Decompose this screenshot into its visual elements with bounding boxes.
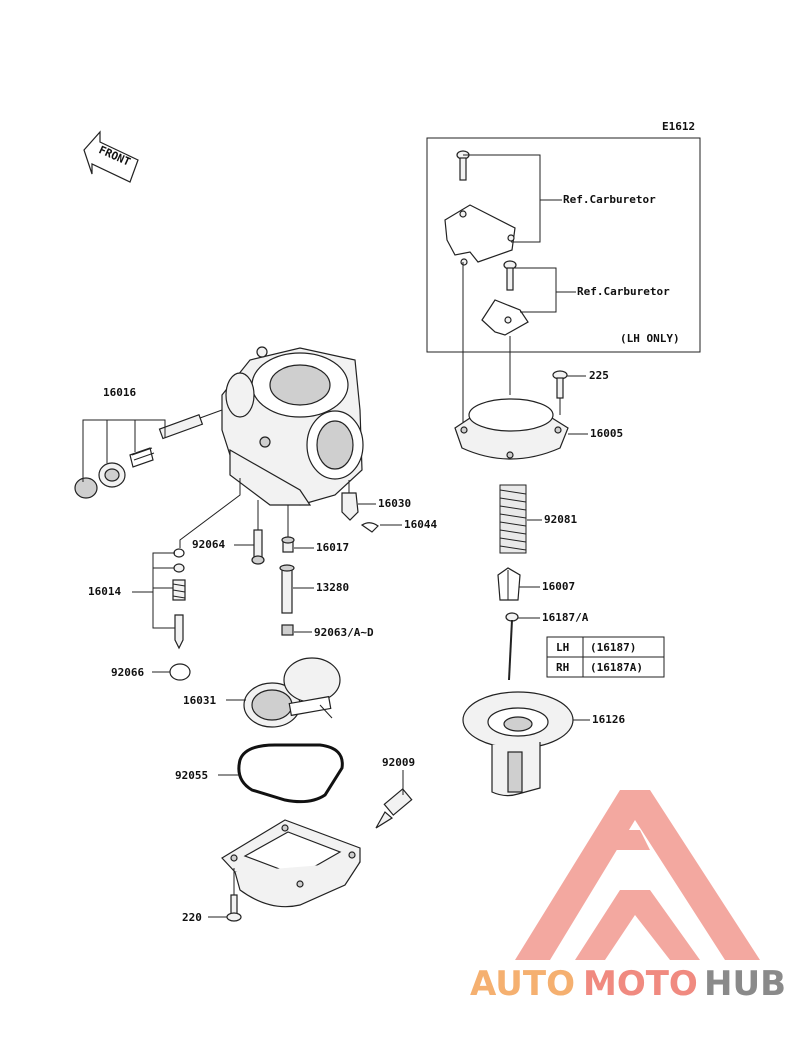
- cap-92066: [169, 663, 191, 681]
- ref-bolt-2: [503, 260, 517, 291]
- pilot-screw-set-16016: [74, 409, 223, 499]
- screw-220: [226, 894, 242, 922]
- label-92064: 92064: [192, 538, 225, 551]
- front-arrow-icon: FRONT: [83, 130, 139, 183]
- ref-carburetor-label-2: Ref.Carburetor: [577, 285, 670, 298]
- main-jet-92063: [281, 624, 294, 636]
- carburetor-body: [221, 346, 364, 506]
- watermark-part2: MOTO: [583, 964, 698, 1004]
- needle-jet-13280: [279, 564, 295, 614]
- label-16031: 16031: [183, 694, 216, 707]
- screw-225: [552, 370, 568, 415]
- variant-rh-side: RH: [556, 661, 569, 674]
- watermark-inner-icon: [575, 890, 700, 960]
- label-16017: 16017: [316, 541, 349, 554]
- label-13280: 13280: [316, 581, 349, 594]
- watermark-part1: AUTO: [470, 964, 575, 1004]
- float-valve-set-16014: [172, 548, 186, 650]
- jet-needle-16187: [505, 612, 519, 681]
- ref-bracket-1: [444, 204, 516, 266]
- watermark-text: AUTO MOTO HUB: [470, 964, 786, 1004]
- watermark-part3: HUB: [704, 964, 786, 1004]
- label-16187: 16187/A: [542, 611, 589, 624]
- label-225: 225: [589, 369, 609, 382]
- label-16014: 16014: [88, 585, 121, 598]
- label-16044: 16044: [404, 518, 437, 531]
- float-bowl: [221, 819, 361, 908]
- label-220: 220: [182, 911, 202, 924]
- label-16005: 16005: [590, 427, 623, 440]
- label-92055: 92055: [175, 769, 208, 782]
- watermark-logo: [515, 790, 760, 960]
- watermark-bar-icon: [590, 830, 650, 850]
- diagram-code: E1612: [662, 120, 695, 133]
- lh-only-box: [426, 137, 701, 353]
- gasket-92055: [237, 743, 344, 804]
- float-16031: [243, 657, 341, 728]
- variant-rh-part: (16187A): [590, 661, 643, 674]
- variant-lh-part: (16187): [590, 641, 636, 654]
- variant-lh-side: LH: [556, 641, 569, 654]
- spring-92081: [499, 484, 527, 554]
- ref-bracket-2: [481, 299, 529, 336]
- clip-16044: [360, 522, 379, 533]
- float-valve-16030: [341, 480, 359, 521]
- jet-92064: [251, 529, 265, 565]
- label-16126: 16126: [592, 713, 625, 726]
- screw-92009: [375, 788, 413, 829]
- label-92063: 92063/A~D: [314, 626, 374, 639]
- label-92066: 92066: [111, 666, 144, 679]
- needle-holder-16007: [497, 567, 521, 601]
- label-92081: 92081: [544, 513, 577, 526]
- label-16007: 16007: [542, 580, 575, 593]
- ref-carburetor-label-1: Ref.Carburetor: [563, 193, 656, 206]
- lh-only-label: (LH ONLY): [620, 332, 680, 345]
- watermark-triangle-icon: [515, 790, 760, 960]
- variant-table: LH (16187) RH (16187A): [546, 636, 665, 678]
- label-16016: 16016: [103, 386, 136, 399]
- piston-16126: [462, 691, 574, 797]
- label-16030: 16030: [378, 497, 411, 510]
- label-92009: 92009: [382, 756, 415, 769]
- top-cover-16005: [454, 398, 569, 460]
- jet-16017: [281, 536, 295, 553]
